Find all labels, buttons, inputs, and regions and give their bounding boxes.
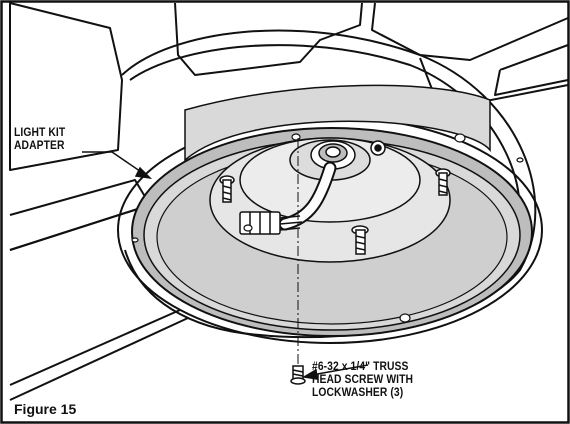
callout-screw-line-2: HEAD SCREW WITH (312, 372, 414, 386)
screw-left (219, 175, 235, 203)
wire-grommet (310, 140, 386, 170)
adapter-holes (131, 133, 524, 323)
plate-screws (219, 168, 451, 255)
callout-screw-line-1: #6-32 x 1/4" TRUSS (312, 359, 409, 373)
callout-adapter-line-1: LIGHT KIT (14, 125, 66, 139)
callout-truss-head-screw: #6-32 x 1/4" TRUSS HEAD SCREW WITH LOCKW… (312, 360, 413, 399)
leader-lines (82, 151, 369, 380)
callout-screw-line-3: LOCKWASHER (3) (312, 385, 404, 399)
screw-centre (351, 225, 369, 255)
callout-light-kit-adapter: LIGHT KIT ADAPTER (14, 126, 65, 152)
wire-harness (278, 161, 337, 231)
truss-head-screw (290, 365, 306, 385)
callout-adapter-line-2: ADAPTER (14, 138, 65, 152)
figure-label: Figure 15 (14, 401, 77, 417)
screw-right (435, 168, 451, 196)
ceiling-bracket (9, 2, 569, 401)
